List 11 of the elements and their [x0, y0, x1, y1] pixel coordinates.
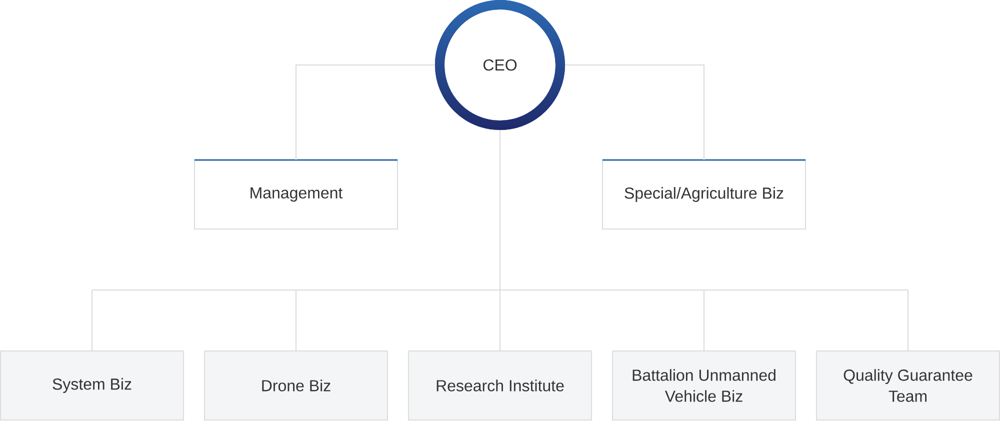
- org-box: Drone Biz: [204, 350, 388, 420]
- connector-line: [296, 64, 436, 160]
- org-box: Quality Guarantee Team: [816, 350, 1000, 420]
- org-box: System Biz: [0, 350, 184, 420]
- org-box: Special/Agriculture Biz: [602, 159, 806, 230]
- org-box: Management: [194, 159, 398, 230]
- connector-line: [92, 130, 909, 352]
- org-box: Battalion Unmanned Vehicle Biz: [612, 350, 796, 420]
- node-label: CEO: [484, 59, 517, 71]
- connector-line: [564, 64, 704, 160]
- org-box: Research Institute: [408, 350, 592, 420]
